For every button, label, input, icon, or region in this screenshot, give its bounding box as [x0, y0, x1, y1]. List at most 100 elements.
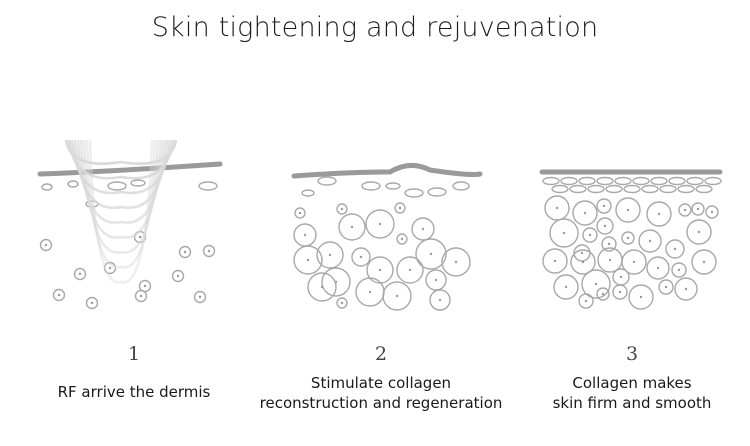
collagen-cell: [336, 203, 348, 215]
cell-nucleus: [139, 294, 143, 298]
collagen-cell: [316, 241, 344, 269]
surface-cell: [704, 176, 722, 186]
collagen-cell: [441, 247, 471, 277]
collagen-cell: [678, 203, 692, 217]
cell-nucleus: [138, 235, 142, 239]
cell-nucleus: [434, 278, 438, 282]
collagen-cell: [178, 245, 192, 259]
surface-cell: [107, 181, 127, 191]
collagen-cell: [628, 284, 654, 310]
cell-nucleus: [580, 251, 584, 255]
cell-nucleus: [677, 268, 681, 272]
surface-cell: [650, 176, 668, 186]
collagen-cell: [321, 267, 351, 297]
collagen-cell: [691, 249, 717, 275]
collagen-cell: [138, 279, 152, 293]
cell-nucleus: [684, 287, 688, 291]
collagen-cell: [85, 296, 99, 310]
rf-wave: [79, 139, 163, 239]
surface-cell: [587, 184, 605, 194]
collagen-cell: [202, 244, 216, 258]
step-1-number: 1: [127, 343, 141, 365]
cell-nucleus: [639, 295, 643, 299]
collagen-cell: [601, 236, 617, 252]
surface-cell: [605, 184, 623, 194]
collagen-cell: [570, 249, 596, 275]
cell-nucleus: [696, 207, 700, 211]
collagen-cell: [394, 202, 406, 214]
cell-nucleus: [350, 225, 354, 229]
cell-nucleus: [673, 247, 677, 251]
cell-nucleus: [198, 295, 202, 299]
cell-nucleus: [601, 292, 605, 296]
collagen-cell: [411, 217, 435, 241]
cell-nucleus: [78, 272, 82, 276]
cell-nucleus: [626, 236, 630, 240]
collagen-cell: [596, 287, 610, 301]
surface-cell: [130, 179, 146, 187]
cell-nucleus: [400, 237, 404, 241]
surface-cell: [677, 184, 695, 194]
surface-cell: [41, 183, 53, 191]
collagen-cell: [39, 238, 53, 252]
caption-line: skin firm and smooth: [552, 394, 712, 412]
collagen-cell: [396, 256, 424, 284]
surface-cell: [578, 176, 596, 186]
collagen-cell: [193, 290, 207, 304]
collagen-cell: [425, 269, 447, 291]
collagen-cell: [671, 262, 687, 278]
collagen-cell: [429, 289, 451, 311]
collagen-cell: [572, 200, 598, 226]
cell-nucleus: [454, 260, 458, 264]
surface-cell: [317, 176, 337, 186]
collagen-cell: [705, 205, 719, 219]
cell-nucleus: [588, 233, 592, 237]
cell-nucleus: [408, 268, 412, 272]
surface-cell: [427, 187, 447, 197]
rf-wave: [85, 139, 157, 269]
cell-nucleus: [664, 285, 668, 289]
cell-nucleus: [581, 260, 585, 264]
surface-cell: [659, 184, 677, 194]
skin-surface: [291, 163, 483, 179]
collagen-cell: [691, 202, 705, 216]
surface-cell: [623, 184, 641, 194]
cell-nucleus: [632, 260, 636, 264]
surface-cell: [404, 188, 424, 198]
cell-nucleus: [607, 242, 611, 246]
cell-nucleus: [697, 230, 701, 234]
step-1-caption: RF arrive the dermis: [34, 382, 234, 402]
cell-nucleus: [340, 301, 344, 305]
cell-nucleus: [429, 252, 433, 256]
collagen-cell: [415, 238, 447, 270]
cell-nucleus: [143, 284, 147, 288]
collagen-cell: [665, 239, 685, 259]
surface-cell: [560, 176, 578, 186]
cell-nucleus: [710, 210, 714, 214]
collagen-cell: [621, 231, 635, 245]
cell-nucleus: [207, 249, 211, 253]
surface-cell: [452, 181, 470, 191]
cell-nucleus: [183, 250, 187, 254]
surface-cell: [385, 182, 401, 190]
collagen-cell: [621, 249, 647, 275]
collagen-cell: [293, 245, 323, 275]
surface-cell: [596, 176, 614, 186]
surface-cell: [542, 176, 560, 186]
collagen-cell: [549, 218, 579, 248]
cell-nucleus: [298, 211, 302, 215]
collagen-cell: [615, 197, 641, 223]
collagen-cell: [596, 217, 614, 235]
cell-nucleus: [303, 233, 307, 237]
cell-nucleus: [657, 212, 661, 216]
step-2-number: 2: [374, 343, 388, 365]
cell-nucleus: [583, 211, 587, 215]
stage-1-illustration: [37, 139, 223, 310]
collagen-cell: [542, 248, 568, 274]
collagen-cell: [294, 207, 306, 219]
cell-nucleus: [602, 204, 606, 208]
surface-cell: [686, 176, 704, 186]
cell-nucleus: [618, 290, 622, 294]
cell-nucleus: [328, 253, 332, 257]
collagen-cell: [582, 227, 598, 243]
